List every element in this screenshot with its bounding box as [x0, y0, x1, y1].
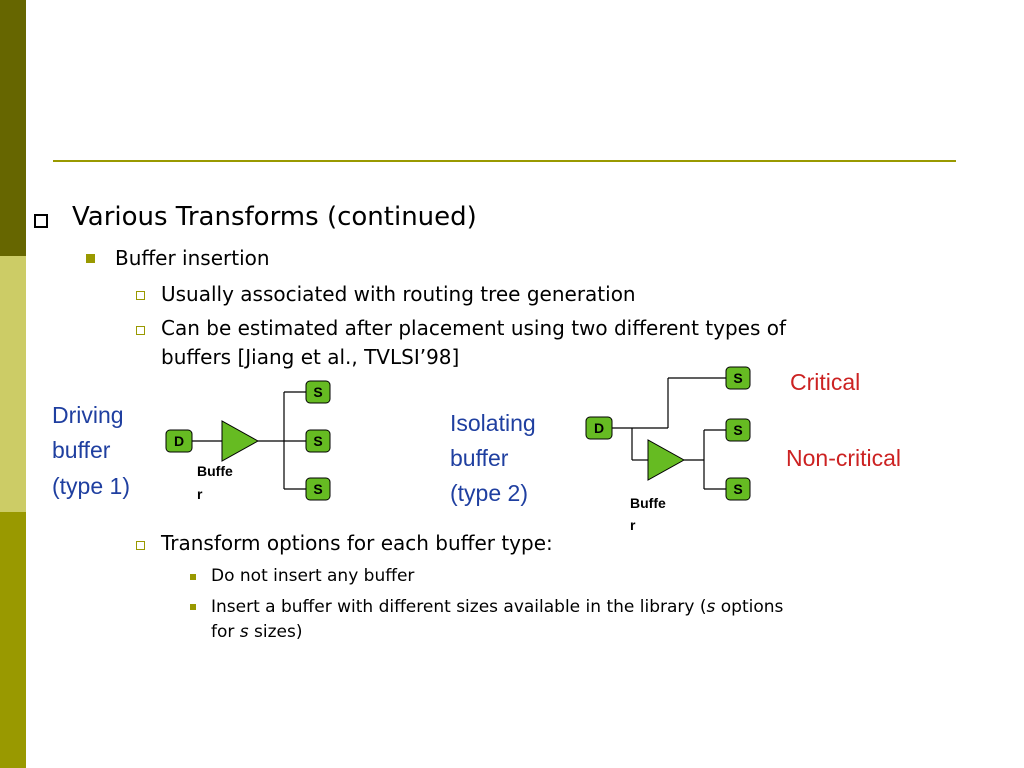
bullet-level3-text-c: Transform options for each buffer type: [161, 531, 553, 555]
left-caption-line3: (type 1) [52, 473, 130, 499]
buffer-triangle-icon [221, 420, 260, 462]
text-span: for [211, 622, 240, 642]
sink-node [725, 366, 751, 390]
bullet-level3-text-b1: Can be estimated after placement using t… [161, 316, 787, 340]
driving-buffer-diagram: Driving buffer (type 1) D Buffe r S S S [52, 380, 331, 502]
right-caption-line2: buffer [450, 445, 509, 471]
sink-node [305, 429, 331, 453]
italic-s: s [239, 622, 249, 642]
left-caption-line2: buffer [52, 437, 111, 463]
text-span: options [715, 597, 784, 617]
bullet-level3-text-a: Usually associated with routing tree gen… [161, 282, 636, 306]
sink-label: S [733, 481, 742, 497]
sink-node [725, 418, 751, 442]
sidebar-decoration [0, 0, 26, 768]
driver-node [585, 416, 613, 440]
buffer-triangle-icon [647, 439, 686, 481]
noncritical-label: Non-critical [786, 445, 901, 471]
right-caption-line3: (type 2) [450, 480, 528, 506]
sink-node [725, 477, 751, 501]
bullet-level3-icon [136, 326, 145, 335]
buffer-label-line1: Buffe [197, 463, 233, 479]
bullet-level4-icon [190, 604, 196, 610]
text-span: sizes) [248, 622, 303, 642]
bullet-level3-text-b2: buffers [Jiang et al., TVLSI’98] [161, 345, 460, 369]
bullet-level4-text-b2: for s sizes) [211, 622, 303, 642]
sink-label: S [733, 422, 742, 438]
buffer-label-line1: Buffe [630, 495, 666, 511]
sink-label: S [733, 370, 742, 386]
bullet-level4-text-b1: Insert a buffer with different sizes ava… [211, 597, 783, 617]
sink-node [305, 477, 331, 501]
bullet-level3-icon [136, 541, 145, 550]
bullet-level4-icon [190, 574, 196, 580]
driver-label: D [594, 420, 604, 436]
sink-node [305, 380, 331, 404]
bullet-level3-icon [136, 291, 145, 300]
italic-s: s [706, 597, 716, 617]
right-caption-line1: Isolating [450, 410, 536, 436]
bullet-level1-icon [34, 214, 48, 228]
sink-label: S [313, 433, 322, 449]
driver-label: D [174, 433, 184, 449]
text-span: Insert a buffer with different sizes ava… [211, 597, 707, 617]
critical-label: Critical [790, 369, 860, 395]
buffer-label-line2: r [630, 517, 636, 533]
isolating-buffer-diagram: Isolating buffer (type 2) D Buffe r S S … [450, 366, 901, 533]
left-caption-line1: Driving [52, 402, 124, 428]
bullet-level2-icon [86, 254, 95, 263]
sidebar-band-mid [0, 512, 26, 768]
bullet-level2-text: Buffer insertion [115, 246, 270, 270]
sidebar-band-light [0, 256, 26, 512]
sink-label: S [313, 481, 322, 497]
title-rule [53, 160, 956, 162]
sink-label: S [313, 384, 322, 400]
driver-node [165, 429, 193, 453]
bullet-level4-text-a: Do not insert any buffer [211, 566, 415, 586]
bullet-level1-text: Various Transforms (continued) [72, 202, 477, 232]
buffer-label-line2: r [197, 486, 203, 502]
sidebar-band-dark [0, 0, 26, 256]
